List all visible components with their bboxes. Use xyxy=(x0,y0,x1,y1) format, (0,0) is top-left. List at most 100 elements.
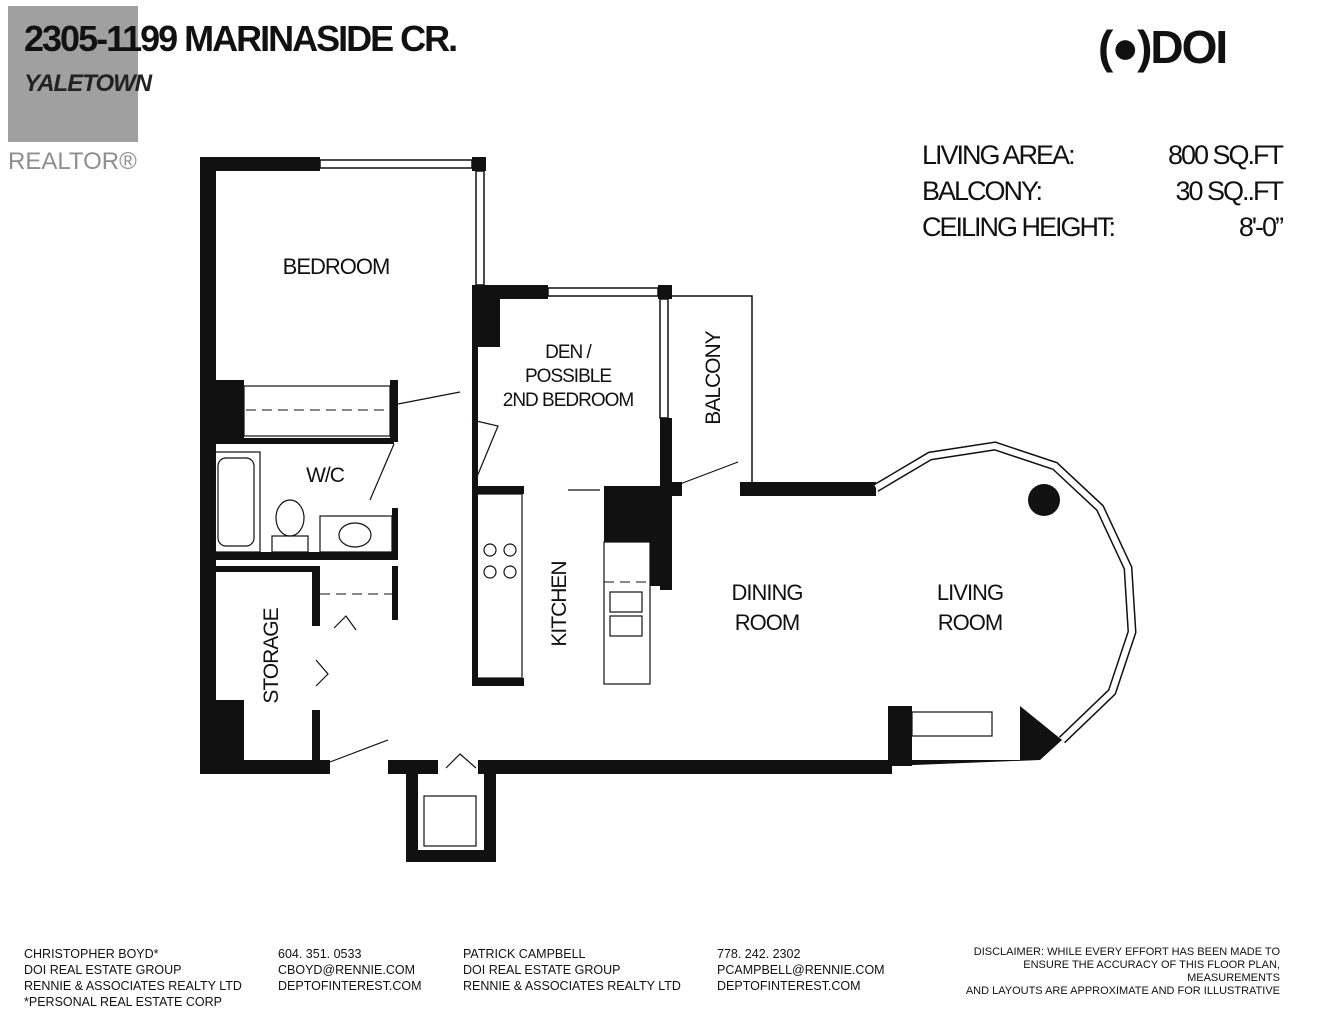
door-entry xyxy=(445,753,477,769)
kitchen-pillar xyxy=(604,486,652,542)
entry-bottom-wall xyxy=(406,850,496,862)
label-den-2: POSSIBLE xyxy=(525,366,611,387)
stat-balcony: BALCONY: 30 SQ..FT xyxy=(922,176,1284,212)
kitchen-wall xyxy=(650,486,672,586)
kitchen-island xyxy=(603,541,651,685)
sink xyxy=(338,522,372,548)
stat-value: 8'-0” xyxy=(1238,212,1284,242)
agent1-contact: 604. 351. 0533 CBOYD@RENNIE.COM DEPTOFIN… xyxy=(278,946,422,994)
agent1-email[interactable]: CBOYD@RENNIE.COM xyxy=(278,963,416,977)
den-side-window xyxy=(659,298,669,419)
stat-living-area: LIVING AREA: 800 SQ.FT xyxy=(922,140,1284,176)
listing-address: 2305-1199 MARINASIDE CR. xyxy=(24,18,458,59)
agent2-email[interactable]: PCAMPBELL@RENNIE.COM xyxy=(717,963,885,977)
left-exterior-wall xyxy=(200,157,216,772)
bathtub xyxy=(211,451,261,553)
realtor-watermark-text: REALTOR® xyxy=(8,148,137,175)
bedroom-closet xyxy=(243,385,391,437)
label-dining-1: DINING xyxy=(732,580,803,605)
toilet xyxy=(275,499,305,537)
agent1-brokerage: RENNIE & ASSOCIATES REALTY LTD xyxy=(24,979,242,993)
kitchen-top-wall xyxy=(472,486,524,494)
toilet-tank xyxy=(271,535,309,553)
agent1-phone[interactable]: 604. 351. 0533 xyxy=(278,947,362,961)
agent1-name: CHRISTOPHER BOYD* xyxy=(24,947,159,961)
burner xyxy=(503,543,517,557)
label-storage: STORAGE xyxy=(260,607,283,703)
den-window xyxy=(547,287,659,297)
burner xyxy=(483,543,497,557)
bottom-wall-right xyxy=(478,760,892,774)
storage-top-wall xyxy=(208,566,314,572)
agent2-info: PATRICK CAMPBELL DOI REAL ESTATE GROUP R… xyxy=(463,946,681,994)
burner xyxy=(483,565,497,579)
stat-ceiling-height: CEILING HEIGHT: 8'-0” xyxy=(922,212,1284,248)
label-dining-2: ROOM xyxy=(735,610,799,635)
wc-bottom-wall xyxy=(208,552,398,560)
agent2-brokerage: RENNIE & ASSOCIATES REALTY LTD xyxy=(463,979,681,993)
agent2-contact: 778. 242. 2302 PCAMPBELL@RENNIE.COM DEPT… xyxy=(717,946,885,994)
walls xyxy=(200,157,1062,862)
agent2-web[interactable]: DEPTOFINTEREST.COM xyxy=(717,979,861,993)
label-bedroom: BEDROOM xyxy=(283,254,390,279)
label-living-2: ROOM xyxy=(938,610,1002,635)
closet2-right-wall xyxy=(392,566,398,620)
bedroom-side-window xyxy=(475,170,485,286)
closet-pillar xyxy=(216,380,244,438)
door-wc xyxy=(369,443,395,501)
burner xyxy=(503,565,517,579)
bottom-wall-left xyxy=(200,760,330,774)
bedroom-window xyxy=(319,159,473,169)
kitchen-counter xyxy=(475,493,523,679)
fixtures xyxy=(211,385,993,847)
closet-right-wall xyxy=(390,380,398,442)
disclaimer: DISCLAIMER: WHILE EVERY EFFORT HAS BEEN … xyxy=(930,946,1280,998)
label-kitchen: KITCHEN xyxy=(548,561,571,646)
neighbourhood: YALETOWN xyxy=(24,70,152,97)
agent1-info: CHRISTOPHER BOYD* DOI REAL ESTATE GROUP … xyxy=(24,946,242,1010)
door-den xyxy=(471,419,499,485)
realtor-watermark: REALTOR® xyxy=(8,6,154,176)
kitchen-left-wall xyxy=(472,285,478,685)
fireplace-wall-left xyxy=(888,706,912,766)
doors xyxy=(315,391,739,769)
doi-logo: (●)DOI xyxy=(1098,21,1228,73)
kitchen-sink-1 xyxy=(609,591,643,613)
agent2-phone[interactable]: 778. 242. 2302 xyxy=(717,947,801,961)
agent2-name: PATRICK CAMPBELL xyxy=(463,947,586,961)
door-balcony xyxy=(679,461,739,485)
stat-label: CEILING HEIGHT: xyxy=(922,212,1116,242)
fireplace-wall-right xyxy=(888,706,1062,766)
bathtub-inner xyxy=(217,457,255,547)
area-stats: LIVING AREA: 800 SQ.FT BALCONY: 30 SQ..F… xyxy=(922,140,1284,248)
disclaimer-line: ENSURE THE ACCURACY OF THIS FLOOR PLAN, … xyxy=(1023,959,1280,984)
realtor-logo-box xyxy=(8,6,138,142)
agent1-web[interactable]: DEPTOFINTEREST.COM xyxy=(278,979,422,993)
door-closet xyxy=(333,615,357,631)
door-bedroom xyxy=(397,391,461,405)
storage-right-wall-lower xyxy=(312,710,320,766)
elevator-box xyxy=(423,795,477,847)
agent1-note: *PERSONAL REAL ESTATE CORP xyxy=(24,995,222,1009)
balcony-sill xyxy=(672,482,682,496)
fireplace xyxy=(911,711,993,737)
living-curved-window-outline xyxy=(873,441,1137,744)
label-den-1: DEN / xyxy=(545,342,592,363)
stat-value: 30 SQ..FT xyxy=(1175,176,1284,206)
entry-right-wall xyxy=(484,766,496,862)
agent2-company: DOI REAL ESTATE GROUP xyxy=(463,963,621,977)
label-den-3: 2ND BEDROOM xyxy=(503,390,634,411)
entry-left-wall xyxy=(406,766,418,862)
bedroom-top-wall xyxy=(200,157,320,171)
label-balcony: BALCONY xyxy=(702,330,725,424)
label-wc: W/C xyxy=(306,464,345,487)
column xyxy=(1028,484,1060,516)
door-storage-closet xyxy=(315,659,329,687)
storage-right-wall xyxy=(312,566,320,626)
vanity xyxy=(319,515,393,553)
living-top-wall xyxy=(740,482,876,496)
kitchen-sink-2 xyxy=(609,615,643,637)
disclaimer-line: AND LAYOUTS ARE APPROXIMATE AND FOR ILLU… xyxy=(965,985,1280,997)
wc-right-wall xyxy=(392,508,398,558)
